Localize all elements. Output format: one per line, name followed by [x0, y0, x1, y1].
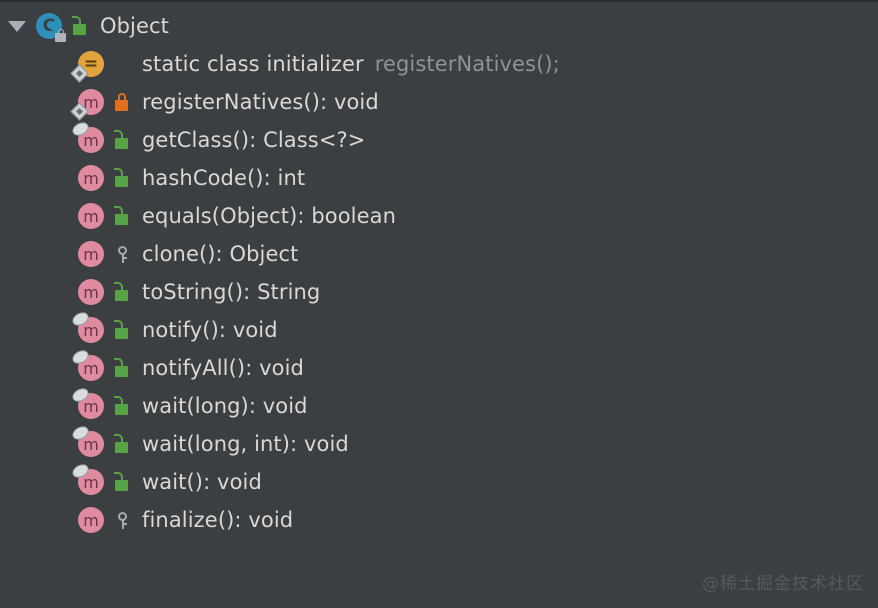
public-open-lock-icon — [110, 393, 136, 419]
method-icon: m — [70, 423, 106, 459]
public-open-lock-icon — [110, 127, 136, 153]
tree-row-2[interactable]: m getClass(): Class<?> — [0, 119, 878, 159]
tree-indent — [0, 45, 76, 83]
tree-row-7[interactable]: m notify(): void — [0, 309, 878, 349]
public-open-lock-icon — [68, 13, 94, 39]
tree-row-3[interactable]: m hashCode(): int — [0, 159, 878, 197]
tree-indent — [0, 463, 76, 501]
method-icon: m — [70, 309, 106, 345]
tree-row-5[interactable]: m clone(): Object — [0, 235, 878, 273]
public-open-lock-icon — [110, 165, 136, 191]
tree-indent — [0, 349, 76, 387]
tree-node-label: notify(): void — [142, 317, 278, 342]
static-initializer-icon: = — [70, 49, 106, 83]
class-icon: C — [34, 11, 66, 42]
public-open-lock-icon — [110, 279, 136, 305]
tree-indent — [0, 83, 76, 121]
protected-key-icon — [110, 241, 136, 267]
method-icon: m — [70, 87, 106, 121]
caret-down-icon[interactable] — [0, 7, 34, 45]
tree-indent — [0, 121, 76, 159]
node-icon-letter: m — [78, 203, 104, 229]
tree-row-root[interactable]: C Object — [0, 7, 878, 45]
node-icon-letter: m — [78, 507, 104, 533]
tree-children: = static class initializer registerNativ… — [0, 45, 878, 539]
tree-row-8[interactable]: m notifyAll(): void — [0, 347, 878, 387]
private-closed-lock-icon — [110, 89, 136, 115]
tree-node-label: registerNatives(): void — [142, 89, 379, 114]
tree-row-1[interactable]: m registerNatives(): void — [0, 83, 878, 121]
tree-row-12[interactable]: m finalize(): void — [0, 501, 878, 539]
tree-node-label: clone(): Object — [142, 241, 299, 266]
node-icon-letter: m — [78, 279, 104, 305]
lock-badge — [55, 29, 66, 42]
method-icon: m — [76, 505, 106, 535]
tree-node-label: notifyAll(): void — [142, 355, 304, 380]
node-icon-letter: m — [78, 241, 104, 267]
tree-node-label: finalize(): void — [142, 507, 294, 532]
node-icon-letter: m — [78, 317, 104, 343]
tree-indent — [0, 273, 76, 311]
tree-node-secondary-label: registerNatives(); — [374, 51, 560, 76]
watermark: @稀土掘金技术社区 — [702, 574, 864, 594]
method-icon: m — [76, 277, 106, 307]
tree-indent — [0, 197, 76, 235]
method-icon: m — [76, 163, 106, 193]
tree-row-9[interactable]: m wait(long): void — [0, 385, 878, 425]
tree-indent — [0, 311, 76, 349]
public-open-lock-icon — [110, 469, 136, 495]
tree-row-11[interactable]: m wait(): void — [0, 461, 878, 501]
tree-node-label-root: Object — [100, 13, 169, 38]
tree-row-4[interactable]: m equals(Object): boolean — [0, 197, 878, 235]
method-icon: m — [70, 347, 106, 383]
tree-node-label: hashCode(): int — [142, 165, 306, 190]
node-icon-letter: m — [78, 165, 104, 191]
tree-indent — [0, 425, 76, 463]
tree-node-label: static class initializer — [142, 51, 364, 76]
method-icon: m — [76, 201, 106, 231]
node-icon-letter: m — [78, 89, 104, 115]
public-open-lock-icon — [110, 317, 136, 343]
node-icon-letter: m — [78, 355, 104, 381]
tree-indent — [0, 159, 76, 197]
tree-node-label: getClass(): Class<?> — [142, 127, 366, 152]
tree-indent — [0, 501, 76, 539]
class-structure-tree[interactable]: C Object = static class initializer regi… — [0, 2, 878, 539]
tree-node-label: equals(Object): boolean — [142, 203, 396, 228]
protected-key-icon — [110, 507, 136, 533]
class-icon-letter: C — [36, 13, 62, 39]
tree-indent — [0, 387, 76, 425]
tree-row-0[interactable]: = static class initializer registerNativ… — [0, 45, 878, 83]
tree-indent — [0, 235, 76, 273]
method-icon: m — [76, 239, 106, 269]
tree-node-label: wait(): void — [142, 469, 262, 494]
tree-node-label: wait(long, int): void — [142, 431, 349, 456]
tree-node-label: toString(): String — [142, 279, 321, 304]
tree-row-10[interactable]: m wait(long, int): void — [0, 423, 878, 463]
public-open-lock-icon — [110, 431, 136, 457]
public-open-lock-icon — [110, 203, 136, 229]
method-icon: m — [70, 385, 106, 421]
method-icon: m — [70, 461, 106, 497]
tree-node-label: wait(long): void — [142, 393, 308, 418]
public-open-lock-icon — [110, 355, 136, 381]
tree-row-6[interactable]: m toString(): String — [0, 273, 878, 311]
method-icon: m — [70, 119, 106, 155]
